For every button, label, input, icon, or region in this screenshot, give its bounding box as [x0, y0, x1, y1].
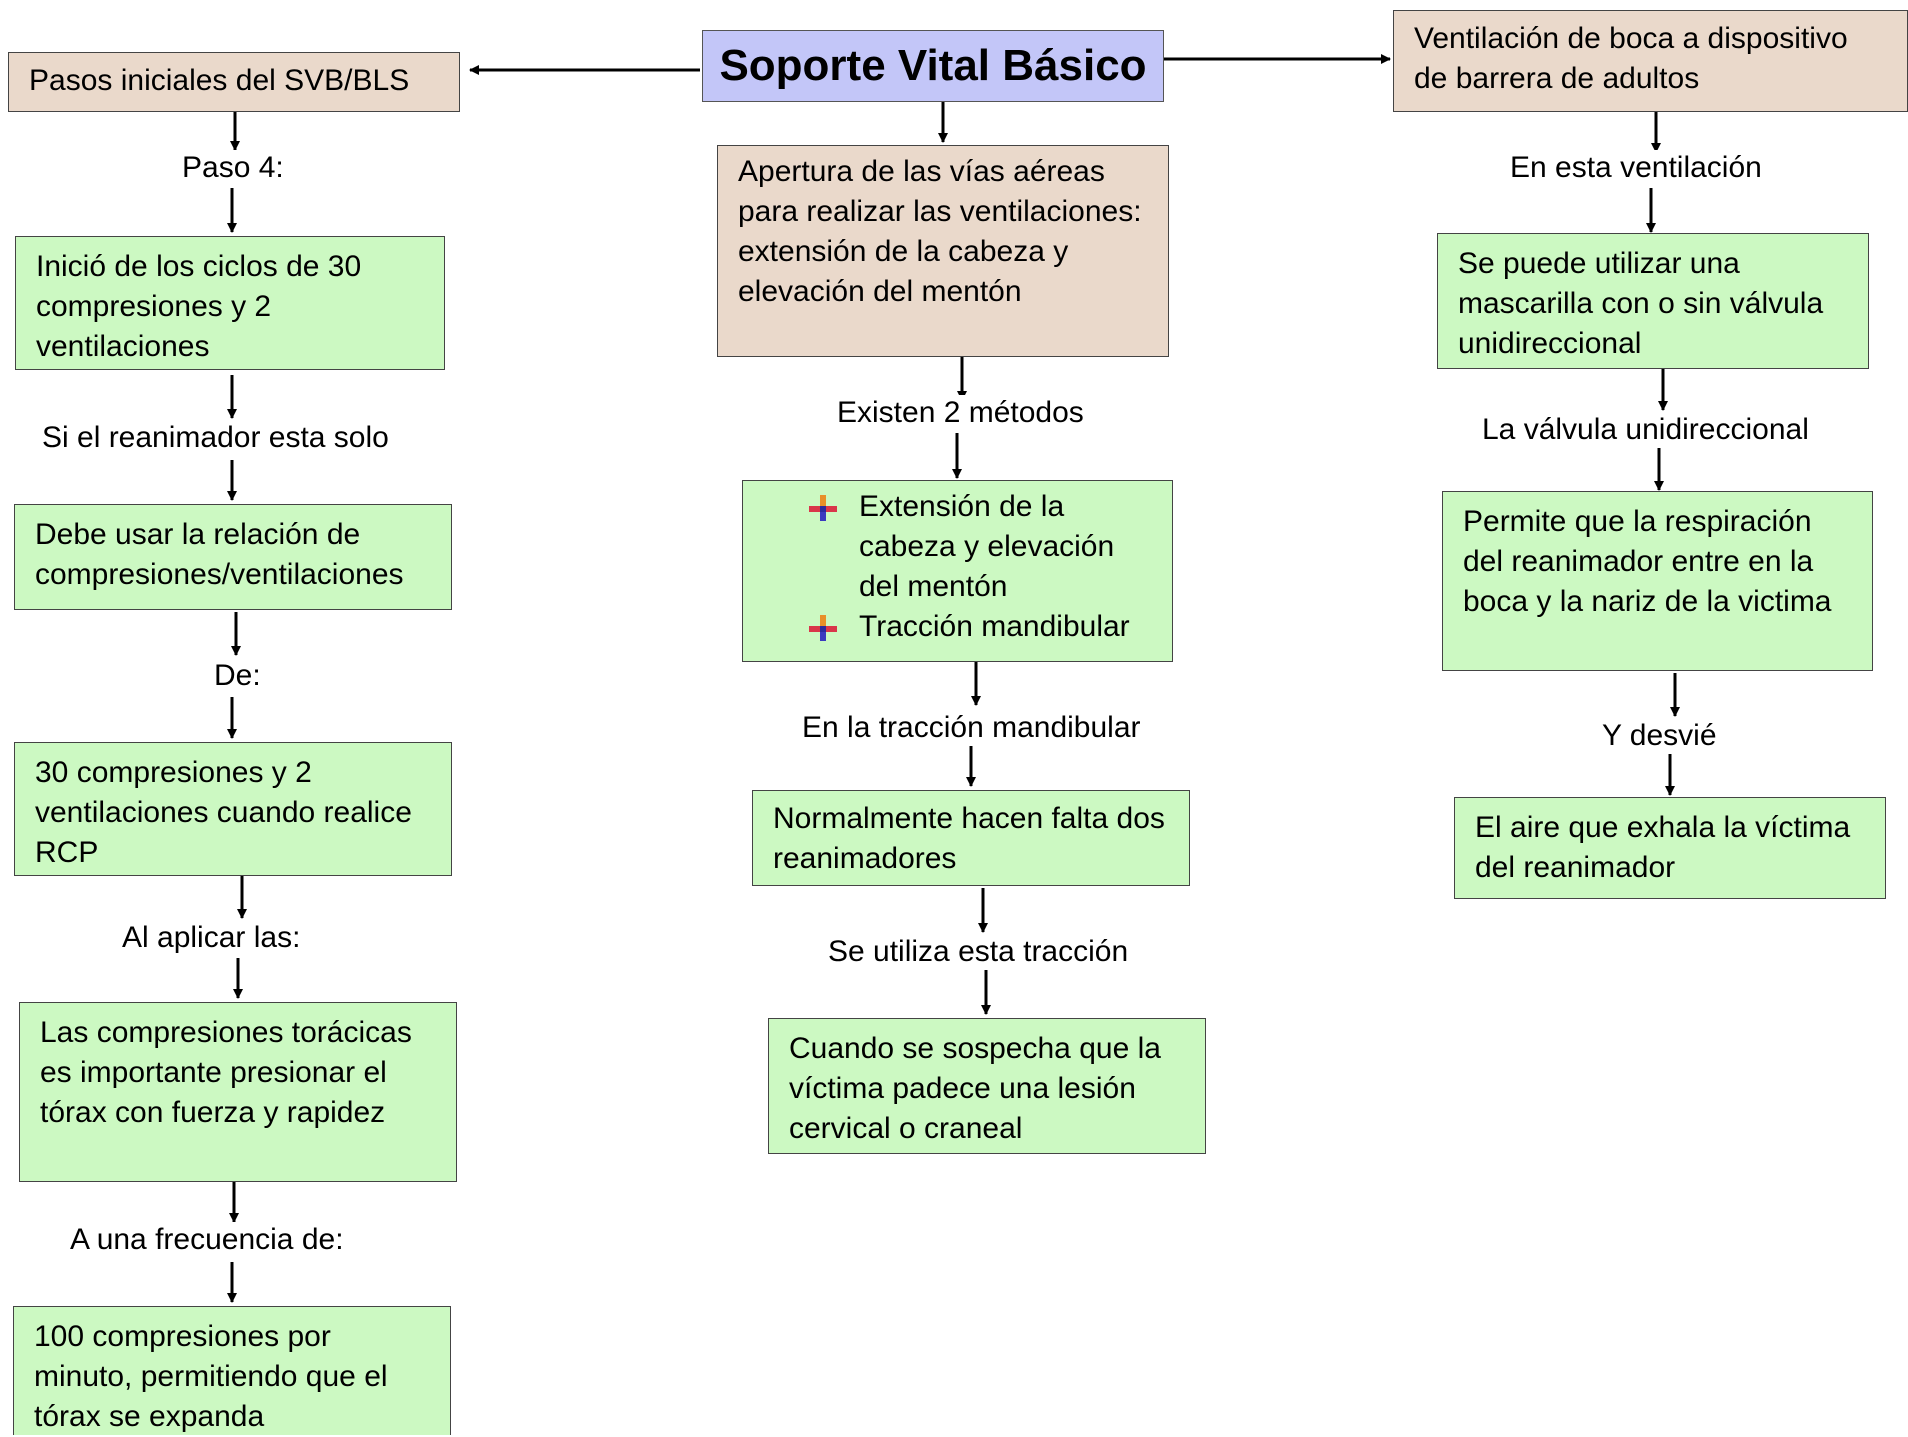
method-item-1: Extensión de la cabeza y elevación del m…: [807, 487, 1152, 607]
left-label-4: Al aplicar las:: [120, 920, 303, 956]
right-header-text: Ventilación de boca a dispositivo de bar…: [1414, 22, 1848, 95]
center-header-box: Apertura de las vías aéreas para realiza…: [717, 145, 1169, 357]
right-box-3: El aire que exhala la víctima del reanim…: [1454, 797, 1886, 899]
right-header-box: Ventilación de boca a dispositivo de bar…: [1393, 10, 1908, 112]
left-box-2: Debe usar la relación de compresiones/ve…: [14, 504, 452, 610]
right-box-3-text: El aire que exhala la víctima del reanim…: [1475, 811, 1851, 884]
right-box-1: Se puede utilizar una mascarilla con o s…: [1437, 233, 1869, 369]
center-label-1: Existen 2 métodos: [835, 395, 1086, 431]
right-label-1: En esta ventilación: [1508, 150, 1764, 186]
right-box-1-text: Se puede utilizar una mascarilla con o s…: [1458, 247, 1824, 360]
center-header-text: Apertura de las vías aéreas para realiza…: [738, 155, 1142, 308]
left-box-3: 30 compresiones y 2 ventilaciones cuando…: [14, 742, 452, 876]
left-box-4: Las compresiones torácicas es importante…: [19, 1002, 457, 1182]
left-header-box: Pasos iniciales del SVB/BLS: [8, 52, 460, 112]
left-box-3-text: 30 compresiones y 2 ventilaciones cuando…: [35, 756, 412, 869]
plus-bullet-icon: [809, 615, 837, 641]
right-box-2-text: Permite que la respiración del reanimado…: [1463, 505, 1832, 618]
method-item-2-text: Tracción mandibular: [859, 610, 1130, 643]
page-title: Soporte Vital Básico: [719, 41, 1147, 90]
right-box-2: Permite que la respiración del reanimado…: [1442, 491, 1873, 671]
method-item-2: Tracción mandibular: [807, 607, 1152, 647]
center-box-2-text: Normalmente hacen falta dos reanimadores: [773, 802, 1165, 875]
center-box-2: Normalmente hacen falta dos reanimadores: [752, 790, 1190, 886]
left-box-5: 100 compresiones por minuto, permitiendo…: [13, 1306, 451, 1435]
right-label-2: La válvula unidireccional: [1480, 412, 1811, 448]
plus-bullet-icon: [809, 495, 837, 521]
title-box: Soporte Vital Básico: [702, 30, 1164, 102]
method-item-1-text: Extensión de la cabeza y elevación del m…: [859, 490, 1115, 603]
methods-list: Extensión de la cabeza y elevación del m…: [807, 487, 1152, 647]
arrows: [227, 54, 1680, 1303]
left-box-1: Inició de los ciclos de 30 compresiones …: [15, 236, 445, 370]
left-label-3: De:: [212, 658, 263, 694]
left-box-5-text: 100 compresiones por minuto, permitiendo…: [34, 1320, 388, 1433]
right-label-3: Y desvié: [1600, 718, 1719, 754]
left-box-1-text: Inició de los ciclos de 30 compresiones …: [36, 250, 362, 363]
center-box-3-text: Cuando se sospecha que la víctima padece…: [789, 1032, 1161, 1145]
center-box-1: Extensión de la cabeza y elevación del m…: [742, 480, 1173, 662]
center-label-2: En la tracción mandibular: [800, 710, 1143, 746]
left-label-2: Si el reanimador esta solo: [40, 420, 391, 456]
left-label-5: A una frecuencia de:: [68, 1222, 346, 1258]
center-label-3: Se utiliza esta tracción: [826, 934, 1131, 970]
left-box-2-text: Debe usar la relación de compresiones/ve…: [35, 518, 404, 591]
left-header-text: Pasos iniciales del SVB/BLS: [29, 64, 410, 97]
left-label-1: Paso 4:: [180, 150, 286, 186]
center-box-3: Cuando se sospecha que la víctima padece…: [768, 1018, 1206, 1154]
left-box-4-text: Las compresiones torácicas es importante…: [40, 1016, 412, 1129]
